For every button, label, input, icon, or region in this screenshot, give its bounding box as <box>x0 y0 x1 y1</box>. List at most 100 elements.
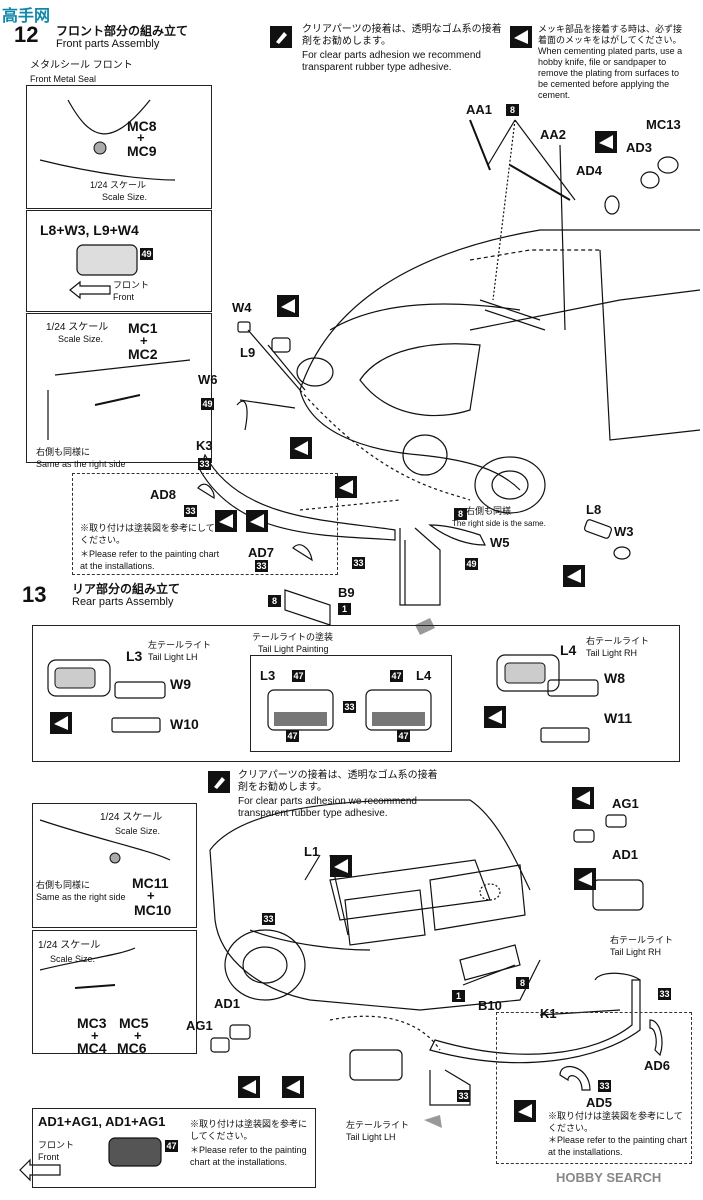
plating-icon-l3 <box>50 712 72 734</box>
part-ag1-left: AG1 <box>186 1018 213 1033</box>
plating-icon-aa <box>595 131 617 153</box>
part-w6: W6 <box>198 372 218 387</box>
paint-code-33-b: 33 <box>184 505 197 517</box>
rear-right-tail-en: Tail Light RH <box>610 947 662 957</box>
paint-code-47-a: 47 <box>292 670 305 682</box>
paint-code-47-d: 47 <box>397 730 410 742</box>
emblem-box <box>26 313 212 463</box>
part-k1: K1 <box>540 1006 557 1021</box>
rear-bumper-note-en: ＊Please refer to the painting chart at t… <box>548 1135 688 1157</box>
ad1-ag1-combo-box <box>32 1108 316 1188</box>
rear-emblem-box <box>32 930 197 1054</box>
paint-code-47-b: 47 <box>390 670 403 682</box>
painting-en: Tail Light Painting <box>258 644 329 654</box>
paint-code-49-a: 49 <box>140 248 153 260</box>
front-en: Front <box>113 292 135 302</box>
part-ad1-left: AD1 <box>214 996 241 1011</box>
plus-sign-5: + <box>134 1028 142 1043</box>
paint-code-49-c: 49 <box>465 558 478 570</box>
part-ad8: AD8 <box>150 487 177 502</box>
part-w4: W4 <box>232 300 252 315</box>
plating-icon-k3 <box>290 437 312 459</box>
part-aa1: AA1 <box>466 102 493 117</box>
part-ad3: AD3 <box>626 140 653 155</box>
part-w5: W5 <box>490 535 510 550</box>
painting-chart-box <box>250 655 452 752</box>
clear-note-jp-2: クリアパーツの接着は、透明なゴム系の接着剤をお勧めします。 <box>238 770 438 793</box>
paint-l3: L3 <box>260 668 276 683</box>
paint-code-8-c: 8 <box>268 595 281 607</box>
plating-icon-l1 <box>330 855 352 877</box>
paint-code-8-b: 8 <box>454 508 467 520</box>
combo-label: AD1+AG1, AD1+AG1 <box>38 1114 166 1129</box>
plating-icon-ad8-b <box>246 510 268 532</box>
step-12-number: 12 <box>14 22 39 47</box>
plating-icon-ad5 <box>514 1100 536 1122</box>
paint-code-33-f: 33 <box>262 913 275 925</box>
paint-l4: L4 <box>416 668 432 683</box>
paint-code-33-d: 33 <box>352 557 365 569</box>
mc8-label: MC8 <box>127 118 157 134</box>
part-mc4: MC4 <box>77 1040 107 1056</box>
watermark: HOBBY SEARCH <box>556 1170 662 1185</box>
combo-front-en: Front <box>38 1152 60 1162</box>
combo-note-en: ＊Please refer to the painting chart at t… <box>190 1145 307 1167</box>
right-tail-en: Tail Light RH <box>586 648 638 658</box>
step-13-number: 13 <box>22 582 47 607</box>
clear-adhesive-icon <box>270 26 292 48</box>
right-tail-jp: 右テールライト <box>586 636 650 646</box>
part-ad4: AD4 <box>576 163 603 178</box>
paint-code-33-i: 33 <box>598 1080 611 1092</box>
part-b10: B10 <box>478 998 502 1013</box>
bumper-note-jp: ※取り付けは塗装図を参考にしてください。 <box>80 523 215 545</box>
part-mc6: MC6 <box>117 1040 147 1056</box>
rear-left-tail-en: Tail Light LH <box>346 1132 396 1142</box>
plating-icon-front-mid <box>335 476 357 498</box>
part-l3: L3 <box>126 648 143 664</box>
rear-same-en: Same as the right side <box>36 892 126 902</box>
part-w3: W3 <box>614 524 634 539</box>
rear-scale-jp: 1/24 スケール <box>100 812 163 823</box>
scale2-jp: 1/24 スケール <box>46 322 109 333</box>
tail-light-panel <box>32 625 680 762</box>
mc9-label: MC9 <box>127 143 157 159</box>
rear-same-jp: 右側も同様に <box>36 880 91 890</box>
paint-code-33-c: 33 <box>255 560 268 572</box>
part-w11: W11 <box>604 710 633 726</box>
part-l8: L8 <box>586 502 602 517</box>
part-mc11: MC11 <box>132 875 169 891</box>
plating-icon-l4 <box>484 706 506 728</box>
mc2-label: MC2 <box>128 346 158 362</box>
step-12-title-jp: フロント部分の組み立て <box>56 24 189 38</box>
part-mc3: MC3 <box>77 1015 107 1031</box>
right-same-jp: 右側も同様 <box>466 506 512 516</box>
part-ad1-right: AD1 <box>612 847 639 862</box>
part-ad6: AD6 <box>644 1058 671 1073</box>
plating-icon-ad1 <box>238 1076 260 1098</box>
part-aa2: AA2 <box>540 127 567 142</box>
part-w10: W10 <box>170 716 199 732</box>
lights-combo-label: L8+W3, L9+W4 <box>40 222 139 238</box>
part-k3: K3 <box>196 438 213 453</box>
paint-code-8-d: 8 <box>516 977 529 989</box>
front-jp: フロント <box>113 280 150 290</box>
left-tail-en: Tail Light LH <box>148 652 198 662</box>
plating-note-jp: メッキ部品を接着する時は、必ず接着面のメッキをはがしてください。 <box>538 24 683 45</box>
rear-bumper-note-jp: ※取り付けは塗装図を参考にしてください。 <box>548 1111 683 1133</box>
scale2-en: Scale Size. <box>58 334 104 344</box>
scale-en: Scale Size. <box>102 192 148 202</box>
plus-sign-4: + <box>91 1028 99 1043</box>
metal-seal-box <box>26 85 212 209</box>
plating-note-en: When cementing plated parts, use a hobby… <box>538 46 683 100</box>
mc1-label: MC1 <box>128 320 158 336</box>
part-b9: B9 <box>338 585 355 600</box>
paint-code-1-b: 1 <box>452 990 465 1002</box>
part-mc10: MC10 <box>134 902 172 918</box>
paint-code-33-h: 33 <box>457 1090 470 1102</box>
part-mc13: MC13 <box>646 117 681 132</box>
plating-icon-ag1 <box>572 787 594 809</box>
paint-code-47-c: 47 <box>286 730 299 742</box>
bumper-detail-inset <box>72 473 338 575</box>
part-w9: W9 <box>170 676 191 692</box>
